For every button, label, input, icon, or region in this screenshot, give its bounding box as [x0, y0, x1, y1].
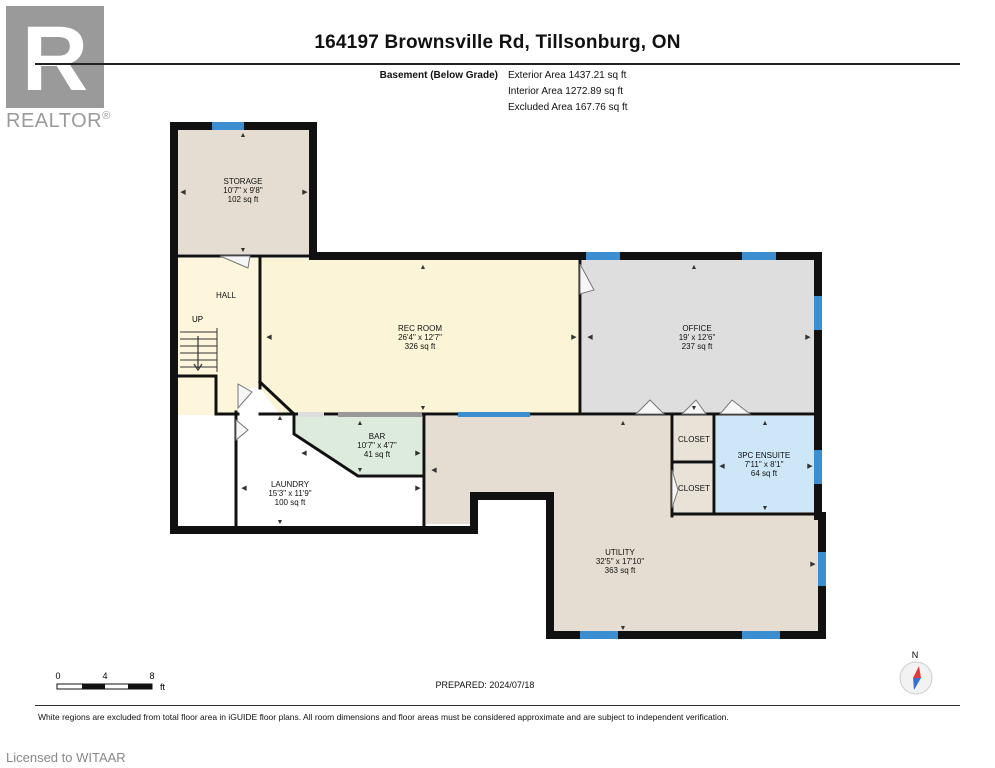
- svg-text:▲: ▲: [762, 420, 769, 427]
- header-divider: [35, 63, 960, 65]
- rec-room-name: REC ROOM: [398, 324, 442, 333]
- office-name: OFFICE: [682, 324, 711, 333]
- license-watermark: Licensed to WITAAR: [6, 750, 126, 765]
- svg-text:▼: ▼: [691, 405, 698, 412]
- svg-text:◀: ◀: [587, 334, 593, 341]
- laundry-area: 100 sq ft: [275, 498, 306, 507]
- office-dims: 19' x 12'6": [679, 333, 716, 342]
- compass-north-label: N: [912, 650, 919, 660]
- door-swings: [219, 255, 752, 509]
- compass-icon: N: [899, 650, 933, 695]
- svg-text:◀: ◀: [431, 467, 437, 474]
- svg-text:▶: ▶: [302, 189, 308, 196]
- ensuite-name: 3PC ENSUITE: [738, 451, 790, 460]
- floor-level: Basement (Below Grade): [379, 70, 498, 81]
- ensuite-dims: 7'11" x 8'1": [745, 460, 784, 469]
- prepared-date: PREPARED: 2024/07/18: [435, 680, 535, 690]
- storage-name: STORAGE: [224, 177, 263, 186]
- svg-text:◀: ◀: [180, 189, 186, 196]
- hall-name: HALL: [216, 291, 237, 300]
- office-room: [582, 258, 816, 413]
- svg-text:▶: ▶: [807, 463, 813, 470]
- storage-room: [176, 128, 311, 254]
- storage-area: 102 sq ft: [228, 195, 259, 204]
- office-area: 237 sq ft: [682, 342, 713, 351]
- svg-text:▼: ▼: [277, 519, 284, 526]
- svg-text:▲: ▲: [420, 264, 427, 271]
- exterior-area: Exterior Area 1437.21 sq ft: [508, 70, 627, 81]
- realtor-logo-letter: R: [22, 8, 88, 110]
- dimension-marks: ▲ ▼ ◀ ▶ ▲ ▼ ◀ ▶ ▲ ▼ ◀ ▶ ▲ ▼ ◀ ▶ ▲ ▼ ◀ ▶ ▲ ▼ ◀ ▶ ▲ ▼ ◀…: [180, 132, 816, 632]
- svg-text:▼: ▼: [357, 467, 364, 474]
- svg-text:▲: ▲: [240, 132, 247, 139]
- svg-text:▶: ▶: [571, 334, 577, 341]
- laundry-name: LAUNDRY: [271, 480, 310, 489]
- interior-area: Interior Area 1272.89 sq ft: [508, 86, 624, 97]
- scale-label-8: 8: [149, 671, 154, 681]
- rec-room: [262, 258, 580, 413]
- rec-room-dims: 26'4" x 12'7": [398, 333, 442, 342]
- utility-room: [426, 416, 820, 634]
- storage-dims: 10'7" x 9'8": [223, 186, 263, 195]
- staircase: [180, 328, 218, 372]
- bar-name: BAR: [369, 432, 386, 441]
- excluded-area: Excluded Area 167.76 sq ft: [508, 102, 628, 113]
- laundry-room: [238, 388, 424, 528]
- scale-unit: ft: [160, 682, 166, 692]
- bar-room: [296, 416, 424, 474]
- realtor-wordmark: REALTOR®: [6, 110, 111, 133]
- realtor-logo: R: [6, 6, 104, 110]
- rec-room-area: 326 sq ft: [405, 342, 436, 351]
- svg-text:▲: ▲: [620, 420, 627, 427]
- svg-text:▼: ▼: [762, 505, 769, 512]
- svg-text:▲: ▲: [277, 415, 284, 422]
- svg-text:▲: ▲: [357, 420, 364, 427]
- closet-upper-name: CLOSET: [678, 435, 710, 444]
- closet-upper: [674, 416, 714, 462]
- svg-text:◀: ◀: [266, 334, 272, 341]
- property-address: 164197 Brownsville Rd, Tillsonburg, ON: [314, 32, 681, 53]
- scale-label-0: 0: [55, 671, 60, 681]
- realtor-name: REALTOR: [6, 110, 103, 132]
- svg-text:▶: ▶: [415, 485, 421, 492]
- utility-area: 363 sq ft: [605, 566, 636, 575]
- bar-area: 41 sq ft: [364, 450, 391, 459]
- scale-bar: 0 4 8 ft: [55, 671, 166, 692]
- bar-dims: 10'7" x 4'7": [357, 441, 397, 450]
- svg-text:▶: ▶: [810, 561, 816, 568]
- svg-text:▶: ▶: [415, 450, 421, 457]
- svg-text:◀: ◀: [241, 485, 247, 492]
- svg-text:▼: ▼: [240, 247, 247, 254]
- scale-label-4: 4: [102, 671, 107, 681]
- stairs-up-label: UP: [192, 315, 203, 324]
- disclaimer-text: White regions are excluded from total fl…: [38, 712, 729, 722]
- footer-divider: [35, 705, 960, 706]
- room-labels: STORAGE 10'7" x 9'8" 102 sq ft HALL REC …: [216, 177, 790, 575]
- windows: [212, 122, 826, 639]
- ensuite-room: [716, 416, 816, 512]
- ensuite-area: 64 sq ft: [751, 469, 778, 478]
- utility-dims: 32'5" x 17'10": [596, 557, 644, 566]
- closet-lower: [674, 464, 714, 512]
- svg-text:▲: ▲: [691, 264, 698, 271]
- laundry-dims: 15'3" x 11'9": [268, 489, 311, 498]
- svg-text:◀: ◀: [719, 463, 725, 470]
- utility-name: UTILITY: [605, 548, 635, 557]
- svg-text:▼: ▼: [620, 625, 627, 632]
- registered-mark: ®: [102, 110, 111, 122]
- svg-text:▶: ▶: [805, 334, 811, 341]
- interior-openings: [298, 412, 530, 417]
- svg-text:◀: ◀: [301, 450, 307, 457]
- svg-text:▼: ▼: [420, 405, 427, 412]
- closet-lower-name: CLOSET: [678, 484, 710, 493]
